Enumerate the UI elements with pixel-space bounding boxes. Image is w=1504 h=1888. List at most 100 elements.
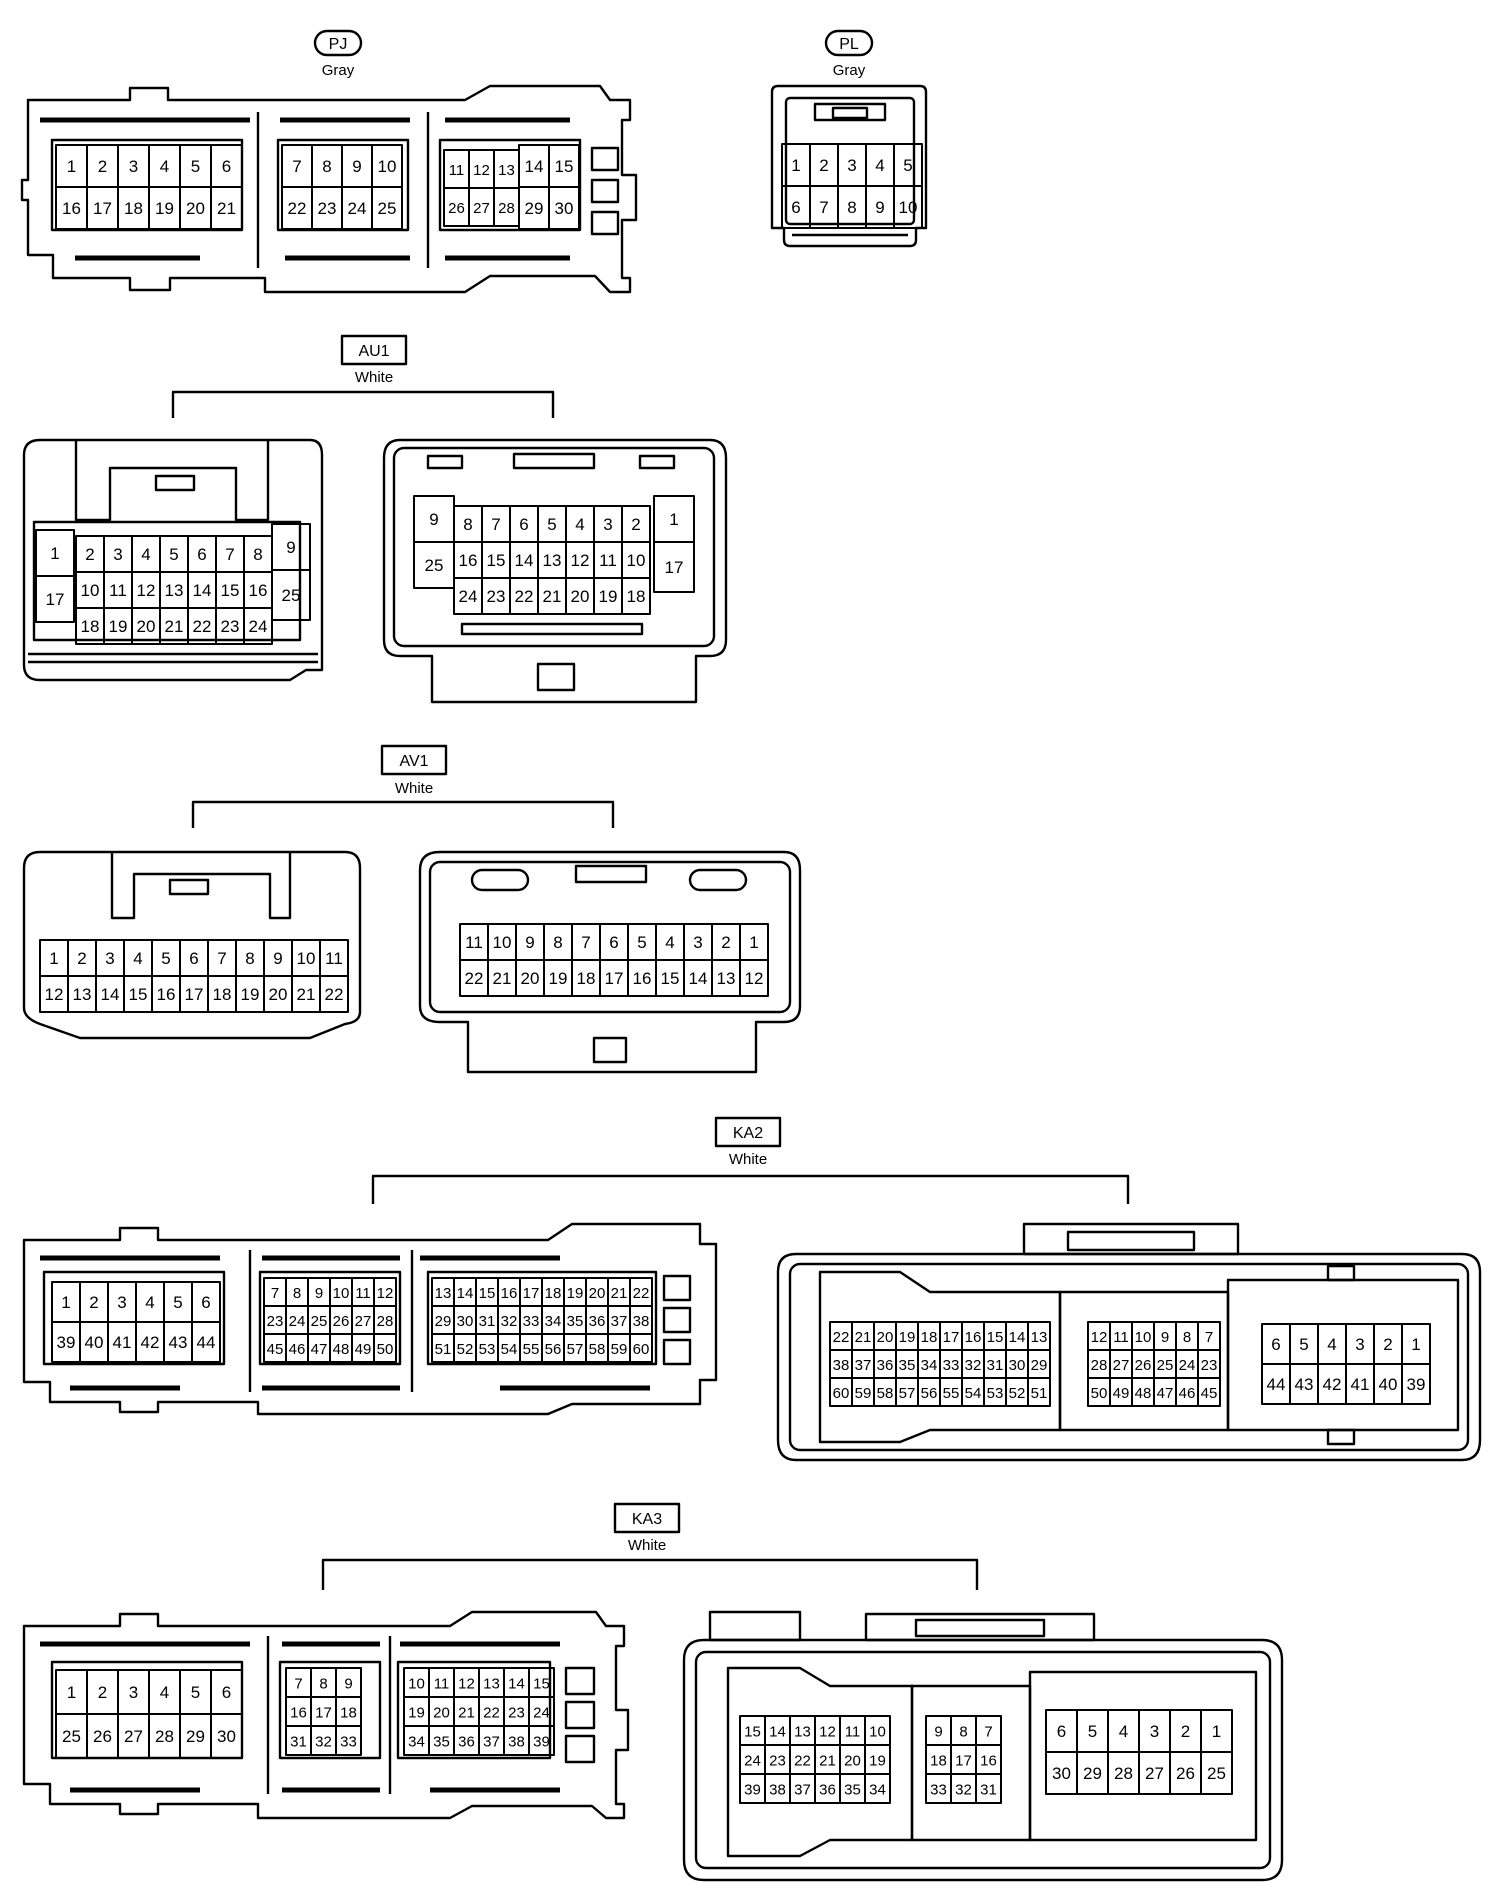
au1-lock-right bbox=[536, 662, 576, 692]
pin-cavity-24: 24 bbox=[285, 1305, 309, 1335]
pin-cavity-28: 28 bbox=[148, 1713, 181, 1759]
svg-text:13: 13 bbox=[1031, 1329, 1048, 1346]
au1-bracket bbox=[171, 390, 555, 418]
pin-cavity-24: 24 bbox=[453, 577, 483, 615]
svg-text:12: 12 bbox=[745, 969, 764, 988]
pin-cavity-20: 20 bbox=[565, 577, 595, 615]
svg-text:57: 57 bbox=[899, 1385, 916, 1402]
pin-cavity-9: 9 bbox=[1153, 1321, 1177, 1351]
av1-latch-right bbox=[574, 864, 648, 884]
svg-text:21: 21 bbox=[611, 1285, 628, 1302]
pin-cavity-5: 5 bbox=[537, 505, 567, 543]
svg-text:8: 8 bbox=[322, 157, 331, 176]
svg-text:4: 4 bbox=[1327, 1335, 1336, 1354]
pin-cavity-9: 9 bbox=[515, 923, 545, 961]
pin-cavity-16: 16 bbox=[975, 1744, 1002, 1775]
svg-text:10: 10 bbox=[378, 157, 397, 176]
svg-text:58: 58 bbox=[877, 1385, 894, 1402]
pin-cavity-52: 52 bbox=[453, 1333, 477, 1363]
pin-cavity-9: 9 bbox=[413, 495, 455, 543]
svg-text:27: 27 bbox=[1113, 1357, 1130, 1374]
svg-text:11: 11 bbox=[845, 1724, 861, 1741]
svg-text:28: 28 bbox=[498, 200, 515, 217]
svg-text:35: 35 bbox=[433, 1734, 450, 1751]
pin-cavity-3: 3 bbox=[837, 143, 867, 187]
pin-cavity-20: 20 bbox=[873, 1321, 897, 1351]
pin-cavity-9: 9 bbox=[307, 1277, 331, 1307]
pin-cavity-34: 34 bbox=[403, 1725, 430, 1756]
pin-cavity-20: 20 bbox=[515, 959, 545, 997]
svg-text:20: 20 bbox=[571, 587, 590, 606]
pin-cavity-32: 32 bbox=[497, 1305, 521, 1335]
pin-cavity-9: 9 bbox=[341, 144, 373, 188]
au1-code: AU1 bbox=[358, 343, 389, 360]
svg-text:19: 19 bbox=[599, 587, 618, 606]
pin-cavity-9: 9 bbox=[335, 1667, 362, 1698]
svg-text:18: 18 bbox=[921, 1329, 938, 1346]
av1-housing-left bbox=[22, 850, 362, 1040]
svg-text:4: 4 bbox=[665, 933, 674, 952]
svg-text:19: 19 bbox=[109, 617, 128, 636]
svg-text:3: 3 bbox=[129, 1683, 138, 1702]
pin-cavity-22: 22 bbox=[478, 1696, 505, 1727]
pin-cavity-12: 12 bbox=[468, 149, 495, 189]
pin-cavity-29: 29 bbox=[431, 1305, 455, 1335]
pin-cavity-6: 6 bbox=[599, 923, 629, 961]
pin-cavity-19: 19 bbox=[563, 1277, 587, 1307]
pin-cavity-19: 19 bbox=[864, 1744, 891, 1775]
pin-cavity-17: 17 bbox=[653, 541, 695, 593]
svg-text:59: 59 bbox=[855, 1385, 872, 1402]
av1-color: White bbox=[395, 780, 433, 797]
pin-cavity-25: 25 bbox=[413, 541, 455, 589]
pin-cavity-45: 45 bbox=[263, 1333, 287, 1363]
pin-cavity-14: 14 bbox=[453, 1277, 477, 1307]
pin-cavity-18: 18 bbox=[335, 1696, 362, 1727]
pin-cavity-19: 19 bbox=[543, 959, 573, 997]
svg-text:15: 15 bbox=[533, 1676, 550, 1693]
pin-cavity-37: 37 bbox=[478, 1725, 505, 1756]
svg-text:20: 20 bbox=[269, 985, 288, 1004]
pin-cavity-36: 36 bbox=[453, 1725, 480, 1756]
pin-cavity-23: 23 bbox=[263, 1305, 287, 1335]
svg-text:42: 42 bbox=[141, 1333, 160, 1352]
ka2-bracket bbox=[371, 1174, 1130, 1204]
pin-cavity-5: 5 bbox=[179, 1669, 212, 1715]
pin-cavity-21: 21 bbox=[291, 975, 321, 1013]
svg-text:16: 16 bbox=[157, 985, 176, 1004]
pin-cavity-31: 31 bbox=[285, 1725, 312, 1756]
pin-cavity-22: 22 bbox=[629, 1277, 653, 1307]
svg-text:19: 19 bbox=[549, 969, 568, 988]
pin-cavity-2: 2 bbox=[1373, 1323, 1403, 1365]
pin-cavity-17: 17 bbox=[179, 975, 209, 1013]
svg-text:14: 14 bbox=[193, 581, 212, 600]
ka3-top-lock bbox=[864, 1612, 1096, 1642]
pin-cavity-26: 26 bbox=[1169, 1751, 1202, 1795]
pin-cavity-26: 26 bbox=[1131, 1349, 1155, 1379]
svg-text:27: 27 bbox=[124, 1727, 143, 1746]
svg-text:3: 3 bbox=[113, 545, 122, 564]
svg-text:53: 53 bbox=[479, 1341, 496, 1358]
svg-text:54: 54 bbox=[501, 1341, 518, 1358]
svg-text:16: 16 bbox=[980, 1753, 997, 1770]
pin-cavity-11: 11 bbox=[103, 571, 133, 609]
av1-latch-left bbox=[110, 852, 292, 920]
pin-cavity-33: 33 bbox=[939, 1349, 963, 1379]
pin-cavity-43: 43 bbox=[1289, 1363, 1319, 1405]
au1-latch-right bbox=[512, 452, 596, 470]
svg-text:2: 2 bbox=[98, 1683, 107, 1702]
pin-cavity-5: 5 bbox=[893, 143, 923, 187]
svg-text:23: 23 bbox=[318, 199, 337, 218]
svg-text:6: 6 bbox=[189, 949, 198, 968]
pin-cavity-18: 18 bbox=[207, 975, 237, 1013]
svg-text:17: 17 bbox=[955, 1753, 972, 1770]
ka2-right-key bbox=[1326, 1264, 1356, 1282]
pin-cavity-14: 14 bbox=[764, 1715, 791, 1746]
svg-text:4: 4 bbox=[875, 156, 884, 175]
svg-text:38: 38 bbox=[833, 1357, 850, 1374]
pin-cavity-51: 51 bbox=[431, 1333, 455, 1363]
svg-text:37: 37 bbox=[855, 1357, 872, 1374]
pin-cavity-19: 19 bbox=[103, 607, 133, 645]
